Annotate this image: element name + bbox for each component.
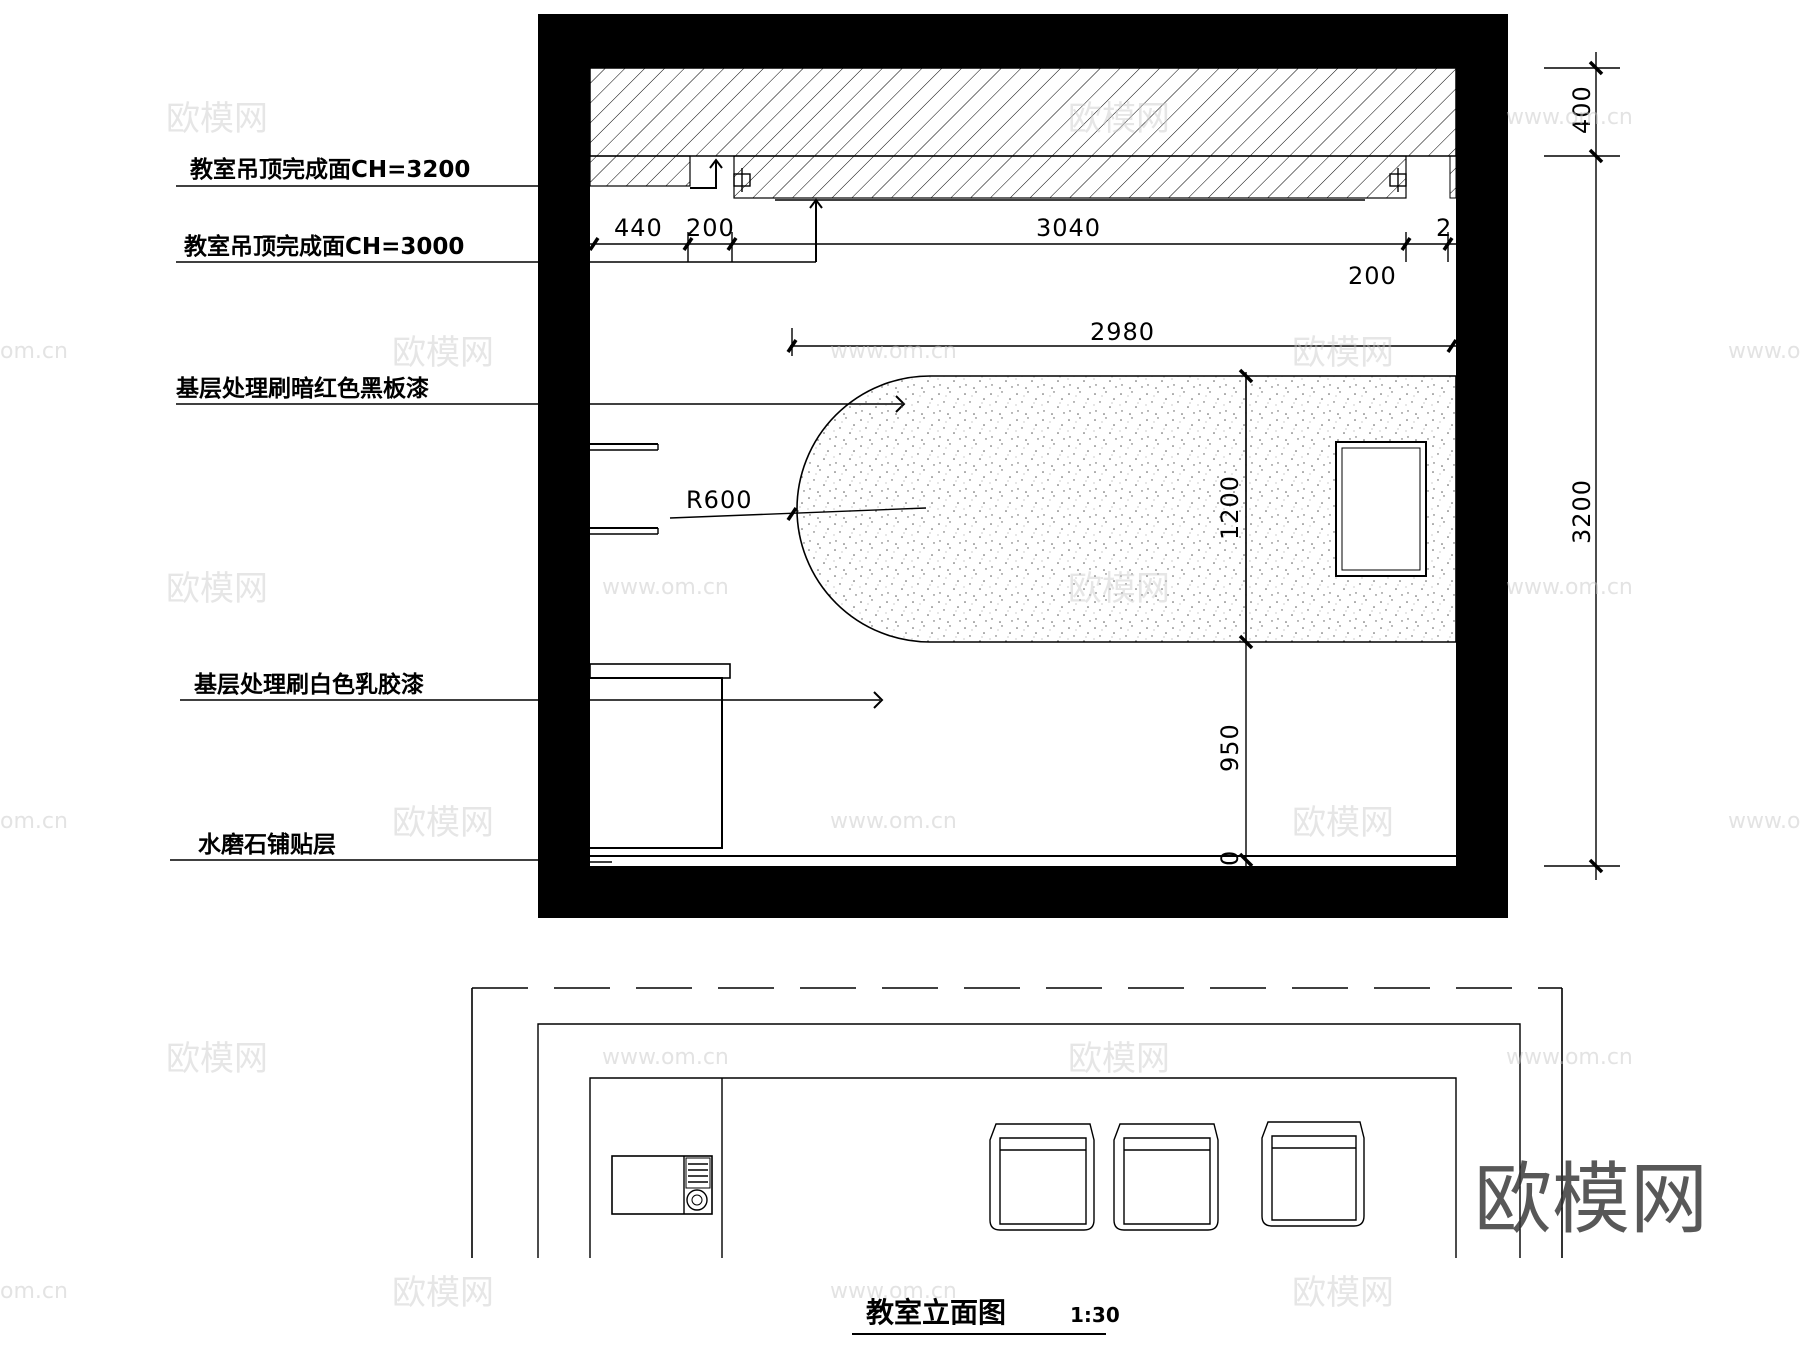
drawing-scale: 1:30 — [1070, 1303, 1120, 1327]
dim-950: 950 — [1216, 723, 1244, 772]
svg-text:欧模网: 欧模网 — [1068, 99, 1170, 139]
plan-wall-inner — [589, 1077, 1457, 1258]
ceiling-hanger-right — [1389, 168, 1407, 192]
drawing-title: 教室立面图 — [866, 1296, 1006, 1329]
svg-text:www.om.cn: www.om.cn — [1506, 105, 1633, 130]
label-ceiling-3000: 教室吊顶完成面CH=3000 — [184, 233, 464, 260]
svg-text:欧模网: 欧模网 — [392, 333, 494, 373]
svg-text:欧模网: 欧模网 — [392, 1273, 494, 1313]
svg-text:www.om.cn: www.om.cn — [1728, 809, 1800, 834]
brand-logo: 欧模网 — [1474, 1155, 1708, 1245]
ceiling-strip-left — [589, 155, 691, 187]
ceiling-panel — [733, 155, 1407, 199]
dim-3200: 3200 — [1568, 479, 1596, 544]
chair-3 — [1261, 1121, 1365, 1227]
dim-3040: 3040 — [1036, 214, 1101, 242]
dim-0: 0 — [1216, 850, 1244, 866]
label-red-blackboard: 基层处理刷暗红色黑板漆 — [176, 375, 429, 402]
ac-unit-icon — [611, 1155, 713, 1215]
svg-text:欧模网: 欧模网 — [1068, 1039, 1170, 1079]
svg-text:欧模网: 欧模网 — [166, 569, 268, 609]
dim-2980: 2980 — [1090, 318, 1155, 346]
plan-wall-outer — [537, 1023, 1521, 1258]
svg-text:www.om.cn: www.om.cn — [830, 1279, 957, 1304]
ceiling-strip-right — [1449, 155, 1457, 199]
svg-text:欧模网: 欧模网 — [166, 1039, 268, 1079]
dim-440: 440 — [614, 214, 663, 242]
svg-text:欧模网: 欧模网 — [166, 99, 268, 139]
svg-text:www.om.cn: www.om.cn — [1506, 1045, 1633, 1070]
svg-text:欧模网: 欧模网 — [1068, 569, 1170, 609]
svg-text:欧模网: 欧模网 — [1292, 1273, 1394, 1313]
label-white-latex: 基层处理刷白色乳胶漆 — [194, 671, 424, 698]
ceiling-hanger-left — [733, 168, 751, 192]
dim-400: 400 — [1568, 85, 1596, 134]
svg-text:www.om.cn: www.om.cn — [830, 339, 957, 364]
svg-text:www.om.cn: www.om.cn — [830, 809, 957, 834]
svg-text:欧模网: 欧模网 — [392, 803, 494, 843]
svg-text:欧模网: 欧模网 — [1292, 803, 1394, 843]
svg-text:www.om.cn: www.om.cn — [602, 1045, 729, 1070]
teacher-desk — [589, 663, 731, 849]
dim-2: 2 — [1436, 214, 1452, 242]
svg-text:www.om.cn: www.om.cn — [602, 575, 729, 600]
svg-text:om.cn: om.cn — [0, 339, 68, 364]
svg-text:欧模网: 欧模网 — [1292, 333, 1394, 373]
label-ceiling-3200: 教室吊顶完成面CH=3200 — [190, 156, 470, 183]
dim-200-a: 200 — [686, 214, 735, 242]
svg-text:om.cn: om.cn — [0, 1279, 68, 1304]
watermark-layer: 欧模网 欧模网 www.om.cn om.cn 欧模网 www.om.cn 欧模… — [0, 99, 1800, 1313]
wall-display — [1335, 441, 1427, 577]
dim-200-b: 200 — [1348, 262, 1397, 290]
chair-1 — [989, 1123, 1095, 1231]
svg-text:om.cn: om.cn — [0, 809, 68, 834]
dim-1200: 1200 — [1216, 475, 1244, 540]
ceiling-slab — [589, 67, 1457, 157]
plan-outline-dashed — [471, 987, 1563, 1258]
blackboard — [796, 375, 1457, 643]
label-terrazzo: 水磨石铺贴层 — [198, 832, 336, 858]
chair-2 — [1113, 1123, 1219, 1231]
svg-text:www.om.cn: www.om.cn — [1728, 339, 1800, 364]
dim-r600: R600 — [686, 486, 752, 514]
svg-text:www.om.cn: www.om.cn — [1506, 575, 1633, 600]
